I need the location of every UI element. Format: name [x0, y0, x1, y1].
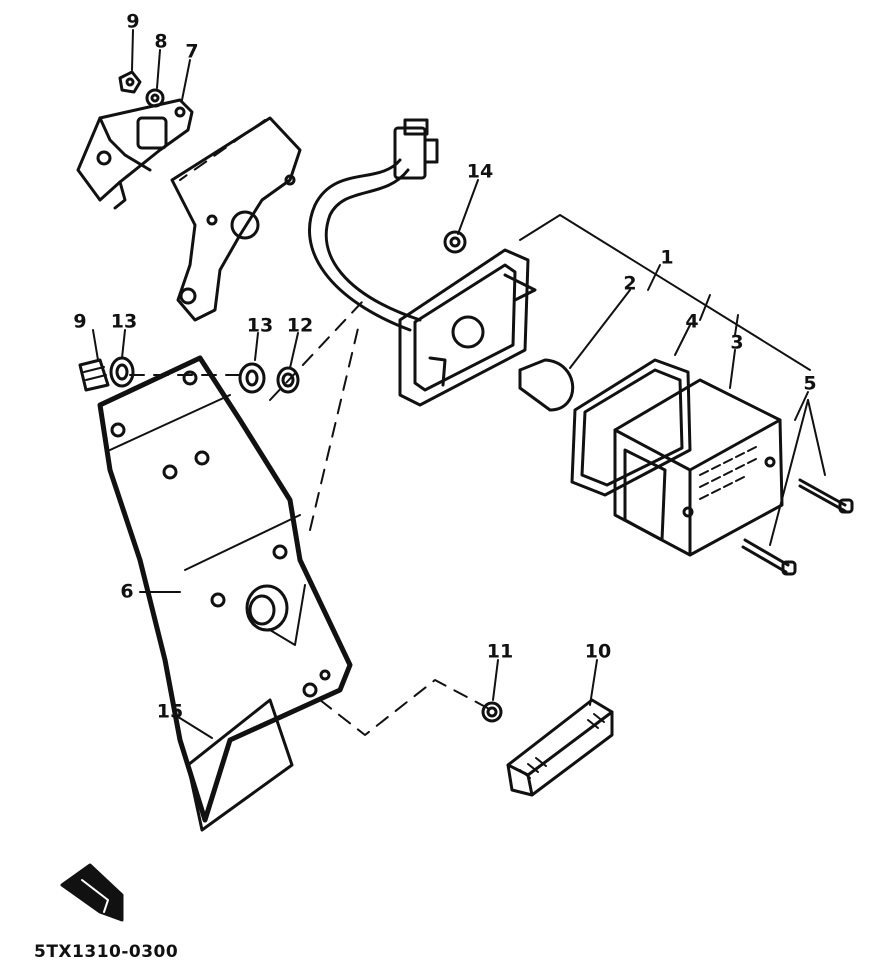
screw-part-5-lower — [741, 538, 797, 576]
callout-12: 12 — [286, 314, 314, 337]
leader-lines — [92, 29, 826, 739]
callout-8: 8 — [154, 30, 168, 53]
label-part-15 — [186, 698, 294, 832]
callout-15: 15 — [156, 700, 184, 723]
lens-part-3 — [613, 378, 784, 557]
callout-13-left: 13 — [110, 310, 138, 333]
assembly-bracket-1 — [519, 214, 811, 371]
bulb-part-2 — [518, 358, 575, 412]
callout-14: 14 — [466, 160, 494, 183]
lamp-housing — [398, 248, 537, 407]
nut-part-9-top — [118, 70, 142, 94]
callout-10: 10 — [584, 640, 612, 663]
callout-4: 4 — [685, 310, 699, 333]
callout-9-left: 9 — [73, 310, 87, 333]
callout-2: 2 — [623, 272, 637, 295]
drawing-code: 5TX1310-0300 — [34, 942, 179, 962]
gasket-part-4 — [570, 358, 692, 497]
nut-part-8 — [145, 88, 165, 108]
washer-part-13-left — [109, 356, 135, 388]
nut-part-12 — [276, 366, 300, 394]
callout-5: 5 — [803, 372, 817, 395]
washer-part-13-right — [238, 362, 266, 394]
callout-6: 6 — [120, 580, 134, 603]
callout-11: 11 — [486, 640, 514, 663]
front-arrow-icon — [60, 863, 124, 922]
grommet-part-14 — [443, 230, 467, 254]
bracket-part-7 — [76, 98, 302, 322]
callout-13-right: 13 — [246, 314, 274, 337]
callout-9-top: 9 — [126, 10, 140, 33]
callout-1: 1 — [660, 246, 674, 269]
bolt-part-9-left — [78, 358, 110, 392]
callout-7: 7 — [185, 40, 199, 63]
callout-3: 3 — [730, 331, 744, 354]
wire-harness — [308, 118, 439, 332]
plate-bracket-part-6 — [97, 355, 353, 823]
alignment-lines — [129, 119, 496, 736]
nut-part-11 — [481, 701, 503, 723]
screw-part-5-upper — [798, 478, 854, 514]
reflector-part-10 — [506, 698, 614, 797]
